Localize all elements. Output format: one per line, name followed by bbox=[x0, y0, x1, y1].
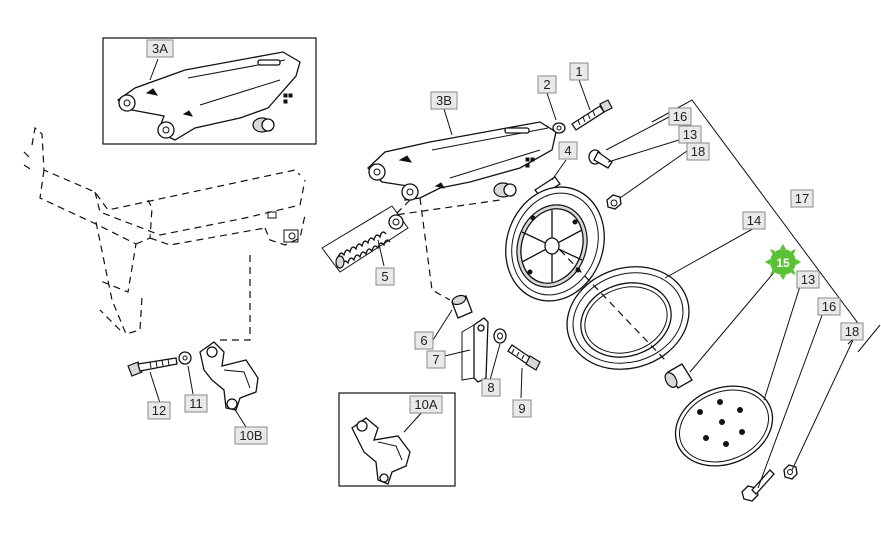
part-1-bolt bbox=[571, 99, 613, 131]
svg-text:6: 6 bbox=[420, 333, 427, 348]
callout-16-upper: 16 bbox=[668, 107, 692, 126]
part-6-bushing bbox=[451, 294, 473, 319]
svg-text:15: 15 bbox=[776, 256, 790, 270]
callout-15-highlighted[interactable]: 15 bbox=[765, 244, 801, 280]
svg-text:2: 2 bbox=[543, 77, 550, 92]
svg-text:18: 18 bbox=[845, 324, 859, 339]
linkage-dash-2 bbox=[419, 197, 451, 301]
part-15-bushing bbox=[664, 363, 693, 389]
part-13-disc bbox=[674, 385, 774, 467]
callout-5: 5 bbox=[375, 267, 395, 286]
svg-text:3A: 3A bbox=[152, 41, 168, 56]
callout-18-upper: 18 bbox=[686, 142, 710, 161]
part-5-spring bbox=[321, 205, 409, 273]
svg-text:3B: 3B bbox=[436, 93, 452, 108]
part-16-lower-bolt bbox=[741, 469, 775, 502]
callout-4: 4 bbox=[558, 141, 578, 160]
frame-dashed-outline bbox=[23, 126, 306, 341]
part-3b-bracket bbox=[367, 121, 557, 201]
svg-text:16: 16 bbox=[673, 109, 687, 124]
callout-12: 12 bbox=[147, 401, 171, 420]
svg-text:13: 13 bbox=[801, 272, 815, 287]
part-9-bolt bbox=[507, 344, 541, 371]
part-11-washer bbox=[178, 351, 192, 365]
callout-6: 6 bbox=[414, 331, 434, 350]
svg-text:4: 4 bbox=[564, 143, 571, 158]
svg-text:16: 16 bbox=[822, 299, 836, 314]
svg-text:5: 5 bbox=[381, 269, 388, 284]
callout-11: 11 bbox=[184, 394, 208, 413]
svg-text:10A: 10A bbox=[414, 397, 437, 412]
callout-10a: 10A bbox=[409, 395, 443, 414]
part-10b-arm bbox=[199, 341, 259, 411]
callout-13-upper: 13 bbox=[678, 125, 702, 144]
callout-10b: 10B bbox=[234, 426, 268, 445]
part-13-upper-bolt bbox=[588, 149, 613, 169]
svg-text:14: 14 bbox=[747, 213, 761, 228]
part-2-washer bbox=[552, 122, 566, 134]
callout-3b: 3B bbox=[430, 91, 458, 110]
callout-18-lower: 18 bbox=[840, 322, 864, 341]
svg-text:13: 13 bbox=[683, 127, 697, 142]
svg-text:9: 9 bbox=[518, 401, 525, 416]
svg-text:11: 11 bbox=[189, 396, 203, 411]
callout-16-lower: 16 bbox=[817, 297, 841, 316]
callout-7: 7 bbox=[426, 350, 446, 369]
svg-text:18: 18 bbox=[691, 144, 705, 159]
svg-text:12: 12 bbox=[152, 403, 166, 418]
svg-text:10B: 10B bbox=[239, 428, 262, 443]
callout-8: 8 bbox=[481, 378, 501, 397]
inset-3a bbox=[102, 37, 317, 145]
linkage-dash-1 bbox=[393, 199, 501, 216]
group-bracket-17-end bbox=[857, 324, 881, 353]
wheel-hub-assembly bbox=[505, 186, 605, 302]
part-8-washer bbox=[493, 328, 507, 344]
part-18-lower-nut bbox=[783, 464, 798, 480]
svg-text:8: 8 bbox=[487, 380, 494, 395]
leader-lines bbox=[149, 58, 854, 489]
callout-13-lower: 13 bbox=[796, 270, 820, 289]
callout-17: 17 bbox=[790, 189, 814, 208]
callout-2: 2 bbox=[537, 75, 557, 94]
callout-9: 9 bbox=[512, 399, 532, 418]
axis-dash-line bbox=[559, 249, 666, 361]
callout-3a: 3A bbox=[146, 39, 174, 58]
svg-text:1: 1 bbox=[575, 64, 582, 79]
callout-14: 14 bbox=[742, 211, 766, 230]
svg-text:7: 7 bbox=[432, 352, 439, 367]
svg-text:17: 17 bbox=[795, 191, 809, 206]
part-18-upper-nut bbox=[606, 194, 622, 210]
part-7-bracket bbox=[461, 317, 489, 383]
callout-1: 1 bbox=[569, 62, 589, 81]
part-12-bolt bbox=[127, 357, 178, 377]
inset-10a bbox=[338, 392, 456, 487]
